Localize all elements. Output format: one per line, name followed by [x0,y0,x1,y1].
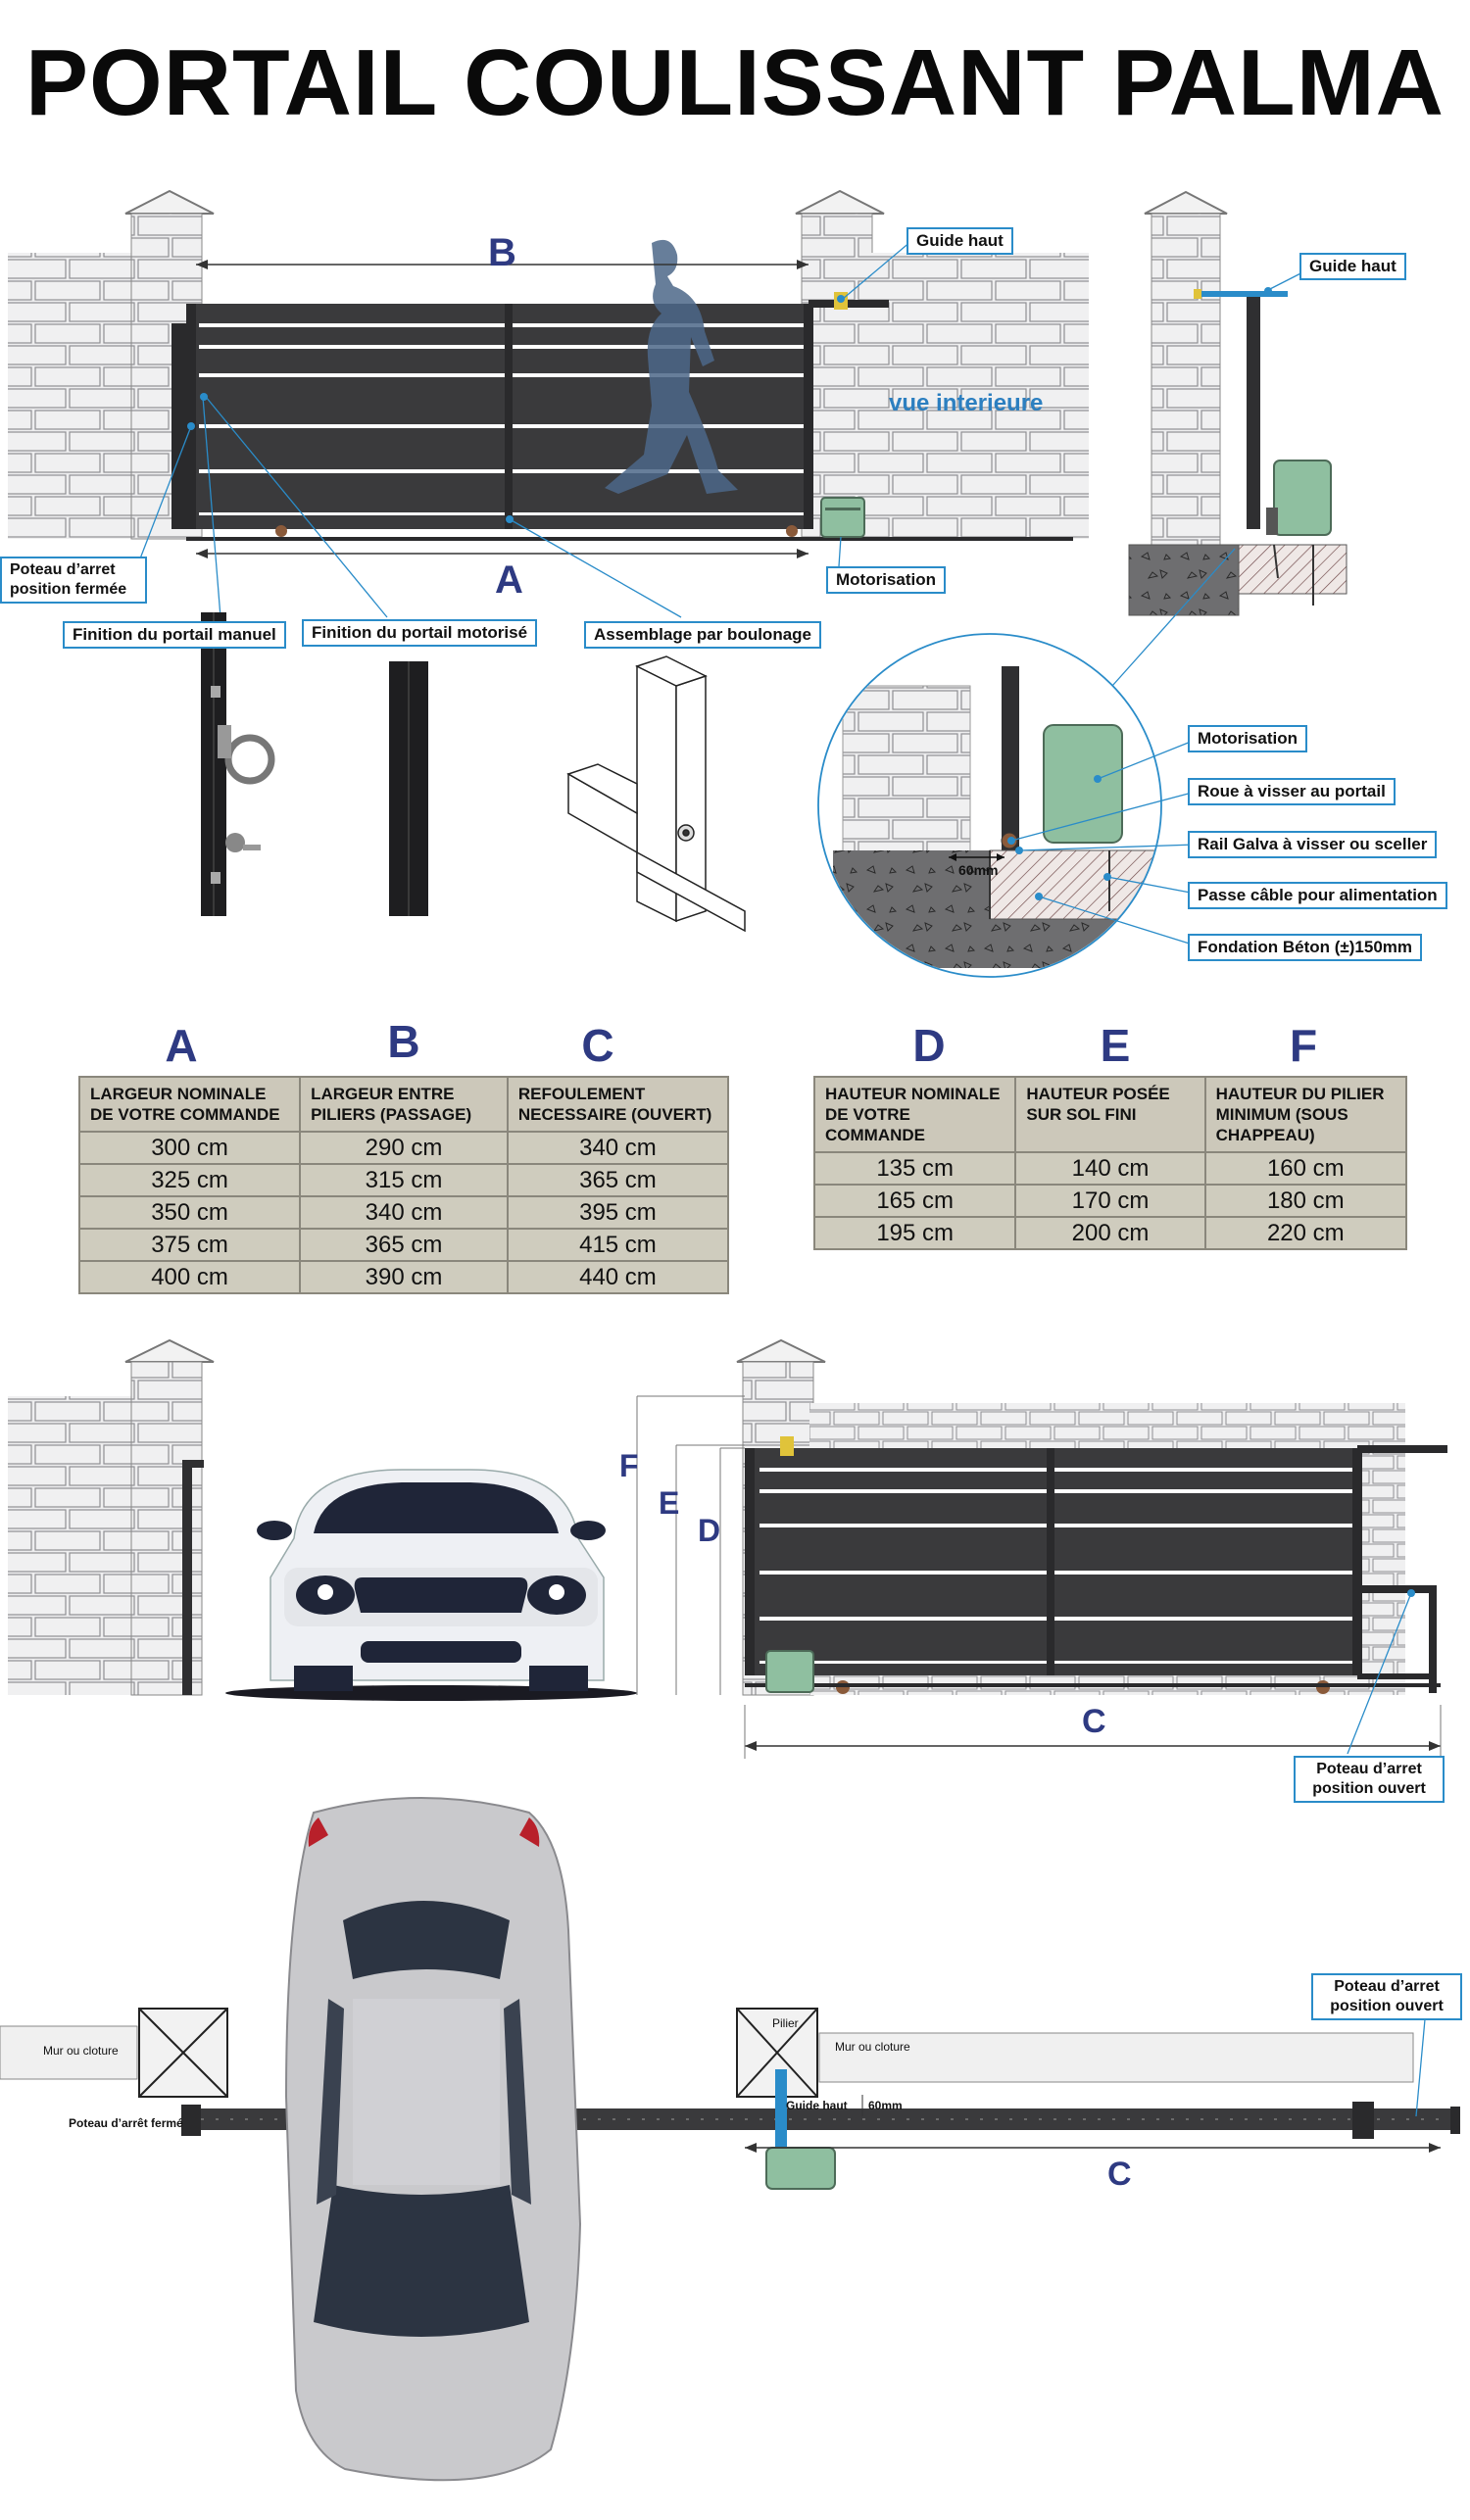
table-cell: 160 cm [1203,1151,1408,1186]
table-row: LARGEUR NOMINALE DE VOTRE COMMANDE LARGE… [77,1076,730,1133]
plan-view [0,1797,1460,2482]
table-row: 325 cm 315 cm 365 cm [77,1163,730,1197]
table-cell: 140 cm [1014,1151,1206,1186]
sliding-gate-open [745,1445,1447,1694]
header-refoulement: REFOULEMENT NECESSAIRE (OUVERT) [506,1076,730,1133]
table-cell: 220 cm [1203,1216,1408,1250]
table-cell: 415 cm [506,1228,730,1262]
table-cell: 200 cm [1014,1216,1206,1250]
callout-detail-motorisation: Motorisation [1188,725,1307,752]
table-cell: 195 cm [812,1216,1017,1250]
plan-poteau-ferme-label: Poteau d’arrêt fermé [69,2116,183,2130]
table-cell: 135 cm [812,1151,1017,1186]
table-cell: 300 cm [77,1131,302,1165]
header-hauteur-posee: HAUTEUR POSÉE SUR SOL FINI [1014,1076,1206,1153]
height-table: HAUTEUR NOMINALE DE VOTRE COMMANDE HAUTE… [812,1076,1408,1250]
open-elevation [8,1338,1447,1759]
plan-60mm-label: 60mm [868,2099,903,2112]
table-letter-a: A [165,1020,198,1071]
callout-guide-haut-side: Guide haut [1299,253,1406,280]
bolted-assembly-drawing [566,655,746,933]
table-cell: 395 cm [506,1195,730,1230]
callout-rail: Rail Galva à visser ou sceller [1188,831,1438,858]
callout-passe-cable: Passe câble pour alimentation [1188,882,1447,909]
table-cell: 180 cm [1203,1184,1408,1218]
callout-finition-motorise: Finition du portail motorisé [302,619,538,647]
table-letter-f: F [1289,1020,1318,1071]
left-pillar-cap [124,189,215,215]
dim-letter-a-top: A [495,558,523,602]
dim-letter-b-top: B [488,231,516,274]
callout-poteau-ouvert-plan: Poteau d’arret position ouvert [1311,1973,1462,2020]
table-cell: 340 cm [506,1131,730,1165]
table-cell: 170 cm [1014,1184,1206,1218]
table-cell: 365 cm [299,1228,509,1262]
motor-detail-circle [817,633,1197,978]
callout-motorisation-front: Motorisation [826,566,946,594]
page-title: PORTAIL COULISSANT PALMA [25,30,1445,135]
header-hauteur-nominale: HAUTEUR NOMINALE DE VOTRE COMMANDE [812,1076,1017,1153]
dim-letter-c-elev: C [1082,1703,1106,1740]
table-cell: 315 cm [299,1163,509,1197]
table-cell: 165 cm [812,1184,1017,1218]
table-letter-c: C [581,1020,614,1071]
front-elevation [8,189,1089,618]
car-front-view [225,1469,637,1701]
plan-guide-haut-label: Guide haut [786,2099,848,2112]
table-cell: 365 cm [506,1163,730,1197]
table-cell: 440 cm [506,1260,730,1294]
callout-guide-haut-front: Guide haut [906,227,1013,255]
right-wall [868,253,1089,539]
table-row: 195 cm 200 cm 220 cm [812,1216,1408,1250]
table-letter-d: D [912,1020,946,1071]
motorized-finish-post [389,661,428,916]
callout-poteau-ferme: Poteau d’arret position fermée [0,557,147,604]
table-row: HAUTEUR NOMINALE DE VOTRE COMMANDE HAUTE… [812,1076,1408,1153]
table-row: 300 cm 290 cm 340 cm [77,1131,730,1165]
left-wall [8,253,135,539]
table-cell: 340 cm [299,1195,509,1230]
detail-60mm-label: 60mm [958,862,999,878]
table-cell: 290 cm [299,1131,509,1165]
width-table: LARGEUR NOMINALE DE VOTRE COMMANDE LARGE… [77,1076,730,1294]
plan-pillar-label: Pilier [772,2016,799,2030]
callout-poteau-ouvert-elev: Poteau d’arret position ouvert [1294,1756,1445,1803]
table-row: 375 cm 365 cm 415 cm [77,1228,730,1262]
header-largeur-entre-piliers: LARGEUR ENTRE PILIERS (PASSAGE) [299,1076,509,1133]
dim-letter-e-elev: E [659,1485,680,1521]
header-largeur-nominale: LARGEUR NOMINALE DE VOTRE COMMANDE [77,1076,302,1133]
interior-view-label: vue interieure [889,390,1044,416]
table-cell: 375 cm [77,1228,302,1262]
table-row: 165 cm 170 cm 180 cm [812,1184,1408,1218]
right-pillar-cap [795,189,885,215]
header-hauteur-pilier: HAUTEUR DU PILIER MINIMUM (SOUS CHAPPEAU… [1203,1076,1408,1153]
side-view [1111,190,1348,687]
dim-letter-c-plan: C [1107,2156,1132,2193]
table-row: 135 cm 140 cm 160 cm [812,1151,1408,1186]
table-row: 400 cm 390 cm 440 cm [77,1260,730,1294]
motor-front [820,497,865,538]
table-cell: 390 cm [299,1260,509,1294]
table-row: 350 cm 340 cm 395 cm [77,1195,730,1230]
table-letter-b: B [387,1016,420,1067]
callout-assemblage: Assemblage par boulonage [584,621,821,649]
plan-wall-right-label: Mur ou cloture [835,2040,910,2054]
plan-wall-left-label: Mur ou cloture [43,2044,119,2058]
walking-person-silhouette [605,239,738,494]
car-top-view [284,1797,582,2482]
callout-fondation: Fondation Béton (±)150mm [1188,934,1422,961]
manual-finish-post [201,612,275,916]
table-cell: 400 cm [77,1260,302,1294]
callout-finition-manuel: Finition du portail manuel [63,621,286,649]
table-cell: 325 cm [77,1163,302,1197]
table-cell: 350 cm [77,1195,302,1230]
dim-letter-d-elev: D [698,1513,721,1548]
callout-roue: Roue à visser au portail [1188,778,1396,805]
table-letter-e: E [1100,1020,1131,1071]
dim-letter-f-elev: F [619,1448,639,1483]
